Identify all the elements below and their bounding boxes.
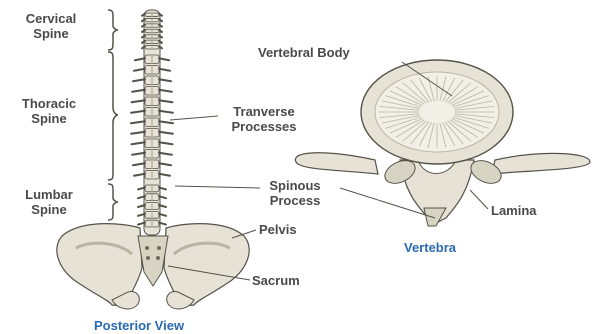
thoracic-bracket: [108, 52, 118, 180]
sacral-foramen: [146, 256, 150, 260]
vertebra-caption: Vertebra: [404, 240, 456, 255]
cervical-bracket: [108, 10, 118, 50]
spinous-label-line-2: Process: [250, 193, 340, 208]
lumbar-bracket: [108, 184, 118, 220]
cervical-label-line-2: Spine: [4, 26, 98, 41]
lamina-label: Lamina: [491, 203, 537, 218]
sacral-foramen: [157, 246, 161, 250]
pelvis-label: Pelvis: [259, 222, 297, 237]
sacrum-label: Sacrum: [252, 273, 300, 288]
sacral-foramen: [156, 256, 160, 260]
posterior-view-caption: Posterior View: [94, 318, 184, 333]
transverse-processes-label: Tranverse Processes: [214, 104, 314, 134]
thoracic-spine-label: Thoracic Spine: [2, 96, 96, 126]
vertebral-body-label: Vertebral Body: [258, 45, 350, 60]
cervical-spine-label: Cervical Spine: [4, 11, 98, 41]
leader-line-lamina: [470, 190, 488, 209]
right-transverse-process: [492, 153, 590, 174]
cervical-label-line-1: Cervical: [4, 11, 98, 26]
lumbar-label-line-2: Spine: [2, 202, 96, 217]
sacral-foramen: [145, 246, 149, 250]
leader-line-spinous: [175, 186, 260, 188]
region-brackets: [108, 10, 118, 220]
thoracic-label-line-1: Thoracic: [2, 96, 96, 111]
spinous-label-line-1: Spinous: [250, 178, 340, 193]
spine-column: [131, 10, 173, 235]
thoracic-label-line-2: Spine: [2, 111, 96, 126]
pelvis-bone: [57, 224, 249, 309]
sacrum-bone: [138, 236, 168, 286]
transverse-label-line-1: Tranverse: [214, 104, 314, 119]
spinous-process-label: Spinous Process: [250, 178, 340, 208]
leader-line-transverse: [170, 116, 218, 120]
left-transverse-process: [295, 153, 378, 174]
lumbar-spine-label: Lumbar Spine: [2, 187, 96, 217]
lumbar-label-line-1: Lumbar: [2, 187, 96, 202]
transverse-label-line-2: Processes: [214, 119, 314, 134]
